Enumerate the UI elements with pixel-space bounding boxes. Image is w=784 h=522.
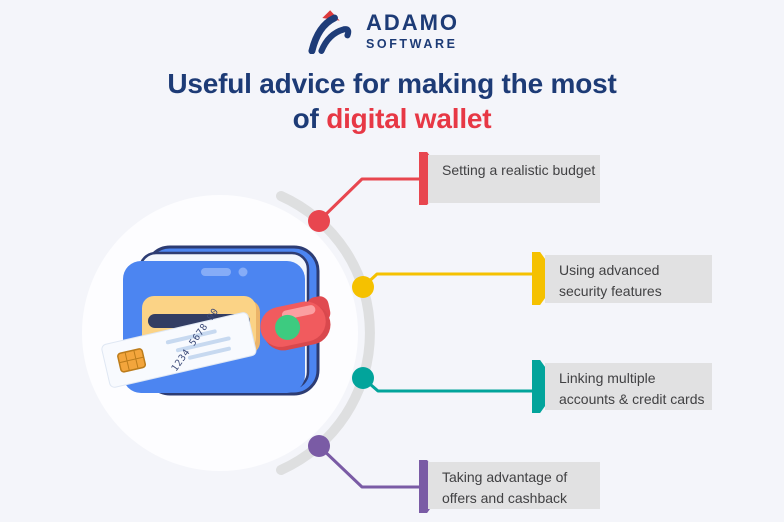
title-highlight: digital wallet [326,103,492,134]
adamo-logo-icon [308,10,352,54]
card-chip-grid [119,350,144,371]
connector-line-4 [317,444,420,489]
title-line1: Useful advice for making the most [167,68,617,99]
brand-logo: ADAMO SOFTWARE [0,8,774,54]
card-stripe [165,329,217,345]
brand-name: ADAMO [365,9,460,35]
advice-box-4: Taking advantage of offers and cashback [428,462,600,509]
title-line2-prefix: of [292,103,327,134]
brand-subtitle: SOFTWARE [365,36,458,51]
timeline-dot-3 [352,367,374,389]
timeline-dot-1 [308,210,330,232]
advice-box-3: Linking multiple accounts & credit cards [545,363,712,410]
wallet-highlight-dot [238,267,248,277]
wallet-illustration: 1234 5678 90 [101,245,331,396]
timeline-dot-4 [308,435,330,457]
wallet-highlight-pill [201,268,231,276]
page-title: Useful advice for making the most of digi… [0,66,784,136]
connector-line-2 [361,272,533,289]
wallet-clasp [260,296,331,351]
advice-box-2: Using advanced security features [545,255,712,303]
advice-box-1: Setting a realistic budget [428,155,600,203]
timeline-dot-2 [352,276,374,298]
brand-wordmark: ADAMO SOFTWARE [365,9,460,51]
clasp-button [275,314,301,340]
logo-right-swoosh [318,26,352,54]
card-stripe [187,346,231,360]
credit-card [101,312,257,388]
logo-left-swoosh [308,14,338,54]
connector-line-3 [362,376,533,393]
card-stripe [175,336,231,353]
connector-line-1 [317,177,420,223]
